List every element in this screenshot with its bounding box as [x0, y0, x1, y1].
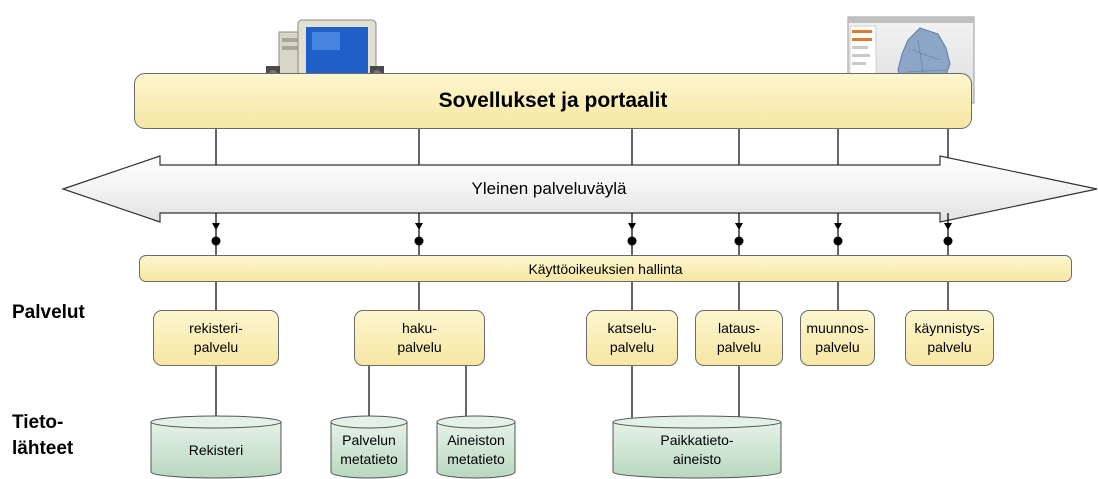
- service-label: käynnistys- palvelu: [914, 320, 985, 355]
- service-box-katselu: katselu- palvelu: [586, 310, 678, 366]
- access-control-label: Käyttöoikeuksien hallinta: [528, 260, 683, 277]
- service-box-muunnos: muunnos- palvelu: [800, 310, 875, 366]
- source-label-palvelun-metatieto: Palvelun metatieto: [340, 432, 398, 467]
- service-label: katselu- palvelu: [607, 320, 657, 355]
- cylinder-aineiston-metatieto: [436, 415, 516, 479]
- applications-portals-box: Sovellukset ja portaalit: [134, 73, 972, 129]
- service-bus-arrow: [61, 155, 1098, 223]
- bus-connector-6: [943, 213, 953, 255]
- services-side-label: Palvelut: [12, 302, 85, 323]
- service-box-lataus: lataus- palvelu: [695, 310, 783, 366]
- bus-connector-1: [211, 213, 221, 255]
- service-label: muunnos- palvelu: [806, 320, 869, 355]
- app-connectors: [215, 129, 949, 165]
- applications-label: Sovellukset ja portaalit: [438, 89, 668, 112]
- bus-connector-4: [734, 213, 744, 255]
- cylinder-rekisteri: [150, 415, 282, 479]
- service-label: rekisteri- palvelu: [189, 320, 243, 355]
- sources-side-label: Tieto- lähteet: [12, 412, 74, 459]
- source-label-aineiston-metatieto: Aineiston metatieto: [447, 432, 505, 467]
- cylinder-palvelun-metatieto: [330, 415, 408, 479]
- service-label: haku- palvelu: [397, 320, 442, 355]
- bus-connectors: [211, 213, 953, 255]
- service-bus-label: Yleinen palveluväylä: [471, 179, 627, 198]
- access-control-box: Käyttöoikeuksien hallinta: [139, 255, 1072, 282]
- service-box-rekisteri: rekisteri- palvelu: [153, 310, 279, 366]
- bus-connector-5: [833, 213, 843, 255]
- bus-connector-2: [414, 213, 424, 255]
- service-box-haku: haku- palvelu: [354, 310, 485, 366]
- source-connectors: [215, 366, 740, 420]
- cylinder-paikkatietoaineisto: [612, 415, 782, 479]
- bus-connector-3: [627, 213, 637, 255]
- source-label-rekisteri: Rekisteri: [188, 441, 244, 458]
- service-connectors: [215, 282, 949, 310]
- service-box-kaynnistys: käynnistys- palvelu: [905, 310, 994, 366]
- source-label-paikkatietoaineisto: Paikkatieto- aineisto: [660, 432, 734, 467]
- service-label: lataus- palvelu: [716, 320, 762, 355]
